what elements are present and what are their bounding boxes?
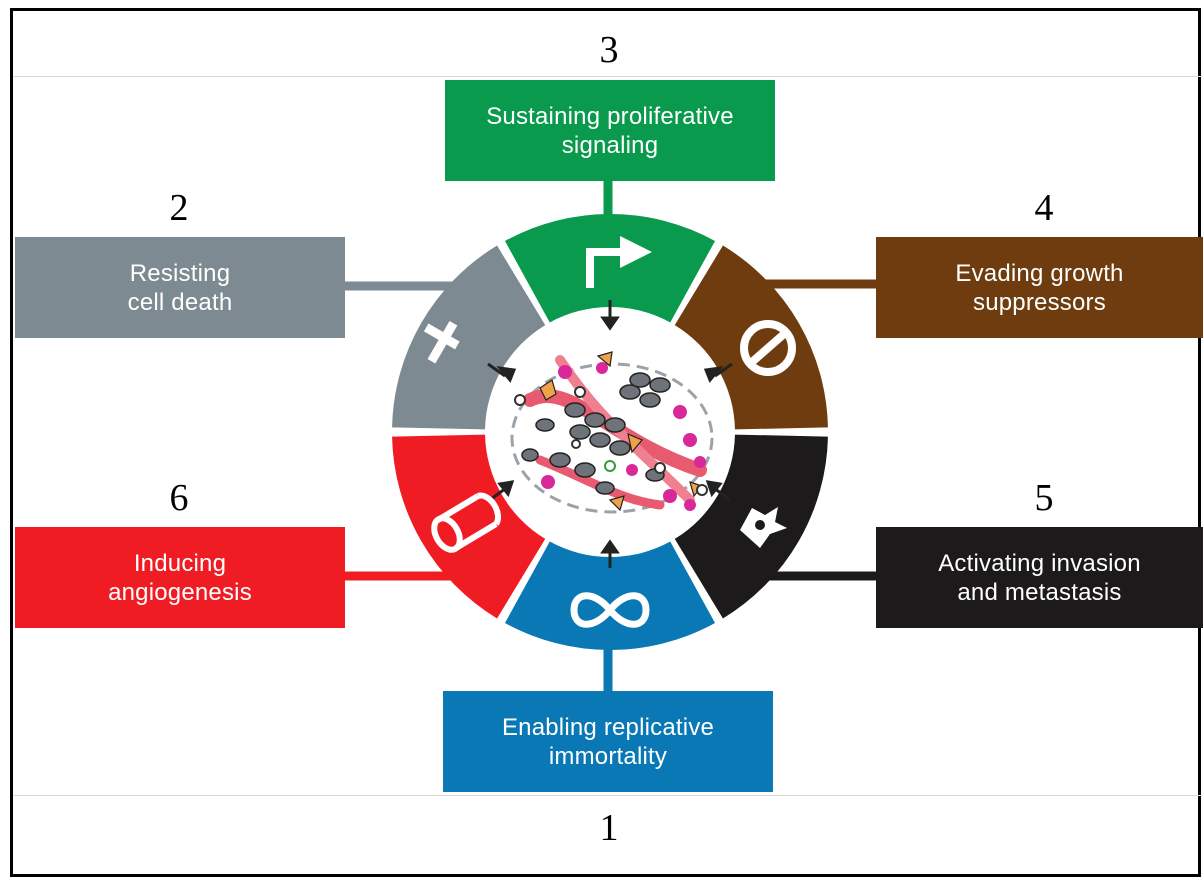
label-number-4: 4 <box>1034 187 1054 229</box>
no-entry-icon <box>740 320 796 376</box>
segment-growth-suppressors <box>674 245 828 430</box>
cross-icon <box>423 320 460 364</box>
box-resisting-cell-death: Resisting cell death <box>15 237 345 338</box>
box-evading-growth-suppressors: Evading growth suppressors <box>876 237 1203 338</box>
top-divider <box>13 76 1201 77</box>
infinity-icon <box>570 592 650 628</box>
bottom-divider <box>13 795 1201 796</box>
segment-proliferative <box>504 213 716 323</box>
box-inducing-angiogenesis: Inducing angiogenesis <box>15 527 345 628</box>
box-replicative-immortality: Enabling replicative immortality <box>443 691 773 792</box>
hallmark-ring <box>392 213 828 650</box>
label-number-5: 5 <box>1034 477 1054 519</box>
inward-arrows <box>487 300 733 568</box>
invasive-cell-icon <box>740 507 787 548</box>
box-activating-invasion: Activating invasion and metastasis <box>876 527 1203 628</box>
label-number-1: 1 <box>599 807 619 849</box>
tumor-cells-icon <box>510 351 714 514</box>
vessel-tube-icon <box>431 492 502 553</box>
segment-angiogenesis <box>392 434 546 619</box>
segment-immortality <box>504 541 716 650</box>
box-proliferative-signaling: Sustaining proliferative signaling <box>445 80 775 181</box>
label-number-6: 6 <box>169 477 189 519</box>
label-number-2: 2 <box>169 187 189 229</box>
bent-arrow-icon <box>586 236 652 288</box>
label-number-3: 3 <box>599 29 619 71</box>
segment-cell-death <box>392 245 546 430</box>
